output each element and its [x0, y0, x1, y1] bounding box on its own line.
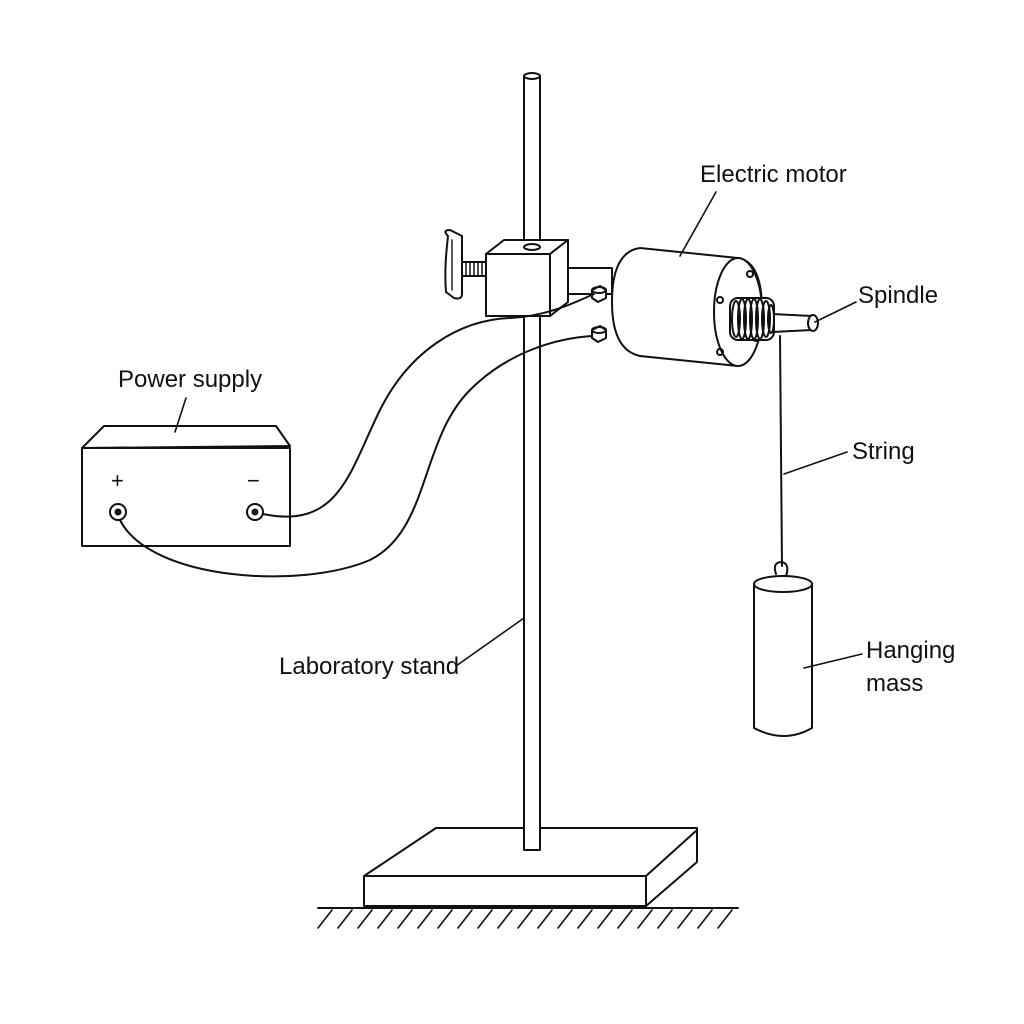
label-power-supply: Power supply	[118, 366, 262, 393]
label-spindle: Spindle	[858, 282, 938, 309]
label-hanging-mass-line2: mass	[866, 670, 923, 697]
stand-base	[363, 827, 698, 907]
ground	[317, 907, 739, 929]
positive-terminal-sign: +	[111, 468, 124, 493]
hanging-mass	[753, 561, 813, 737]
wire-negative	[262, 293, 595, 518]
power-supply	[81, 425, 291, 547]
negative-terminal	[246, 503, 264, 521]
label-hanging-mass-line1: Hanging	[866, 637, 955, 664]
leader-hanging-mass	[803, 653, 863, 669]
boss-clamp	[485, 239, 569, 317]
motor-terminal-bottom	[591, 325, 607, 343]
label-laboratory-stand: Laboratory stand	[279, 653, 459, 680]
clamp-screw	[444, 229, 487, 300]
wire-positive	[119, 335, 593, 578]
label-string: String	[852, 438, 915, 465]
positive-terminal	[109, 503, 127, 521]
motor-terminal-top	[591, 285, 607, 303]
leader-spindle	[814, 301, 857, 323]
leader-electric-motor	[679, 191, 717, 257]
string	[779, 335, 783, 567]
negative-terminal-sign: −	[247, 468, 260, 493]
spindle	[729, 297, 819, 341]
label-electric-motor: Electric motor	[700, 161, 847, 188]
leader-string	[783, 451, 848, 475]
leader-power-supply	[174, 397, 187, 433]
spindle-coil	[729, 297, 775, 341]
leader-lines	[174, 191, 863, 669]
leader-laboratory-stand	[455, 617, 525, 667]
stand-rod	[523, 72, 541, 851]
